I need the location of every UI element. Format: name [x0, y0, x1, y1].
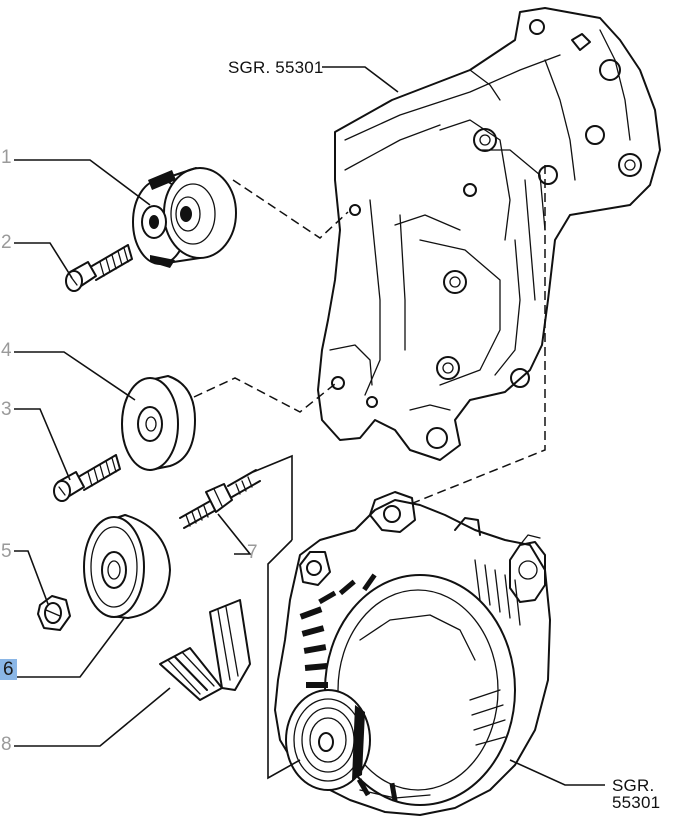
part-2-cap-screw — [65, 244, 133, 292]
mounting-bracket — [317, 7, 661, 461]
assembly-dashed-lines — [193, 165, 546, 506]
part-8-belt — [159, 599, 251, 701]
part-7-stud — [179, 469, 261, 529]
callout-2[interactable]: 2 — [1, 232, 12, 253]
part-3-cap-screw — [53, 454, 121, 502]
callout-3[interactable]: 3 — [1, 399, 12, 420]
callout-4[interactable]: 4 — [1, 340, 12, 361]
alternator — [274, 491, 551, 816]
callout-8[interactable]: 8 — [1, 734, 12, 755]
part-1-tensioner-pulley — [132, 167, 237, 268]
part-6-large-pulley — [83, 514, 171, 619]
part-4-idler-pulley — [121, 375, 196, 471]
part-5-nut — [37, 595, 71, 631]
callout-6-highlighted[interactable]: 6 — [0, 659, 17, 680]
group-brackets — [252, 454, 301, 780]
bracket-group-reference[interactable]: SGR. 55301 — [228, 58, 324, 77]
alternator-group-reference[interactable]: SGR. 55301 — [612, 776, 661, 812]
callout-1[interactable]: 1 — [1, 147, 12, 168]
callout-7[interactable]: 7 — [247, 542, 258, 563]
leader-lines — [14, 66, 605, 786]
callout-5[interactable]: 5 — [1, 541, 12, 562]
